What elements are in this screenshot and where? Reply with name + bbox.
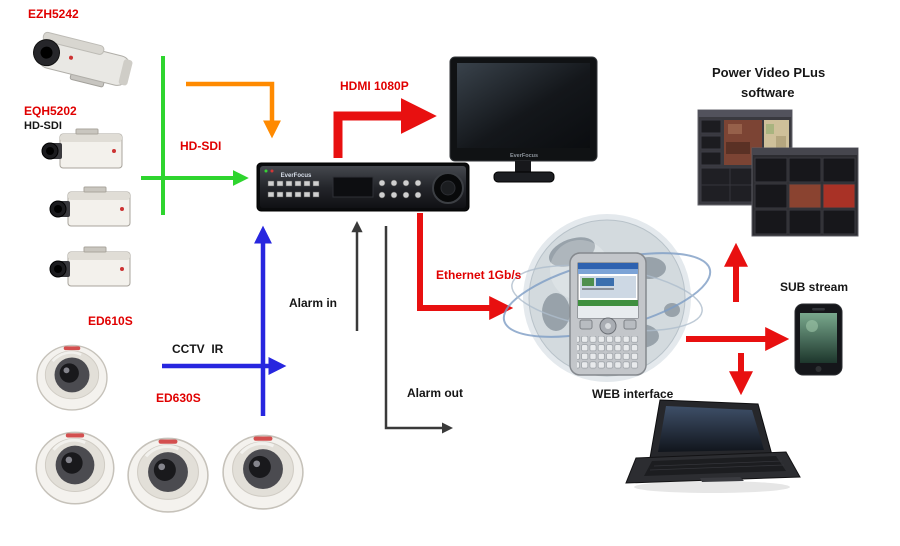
label-hdmi-1080p: HDMI 1080P xyxy=(340,79,409,93)
dome-camera-3 xyxy=(221,433,305,511)
hdmi-arrow xyxy=(333,98,437,158)
box-camera-2 xyxy=(49,186,131,227)
ethernet-arrow xyxy=(417,213,514,320)
dvr-display xyxy=(332,176,374,198)
pda-keyboard xyxy=(577,336,639,370)
label-web-interface: WEB interface xyxy=(592,387,674,401)
label-hd-sdi-link: HD-SDI xyxy=(180,139,222,153)
laptop xyxy=(625,399,801,493)
label-ezh5242: EZH5242 xyxy=(28,7,79,21)
dvr-buttons xyxy=(267,180,320,198)
dome-camera-ed610s xyxy=(35,344,109,412)
software-screenshot-2 xyxy=(751,147,859,237)
dome-camera-2 xyxy=(126,436,210,514)
dvr-brand: EverFocus xyxy=(281,173,312,179)
dvr: EverFocus xyxy=(256,162,470,212)
alarm-out-arrow xyxy=(384,226,453,434)
label-hd-sdi-model: HD-SDI xyxy=(24,120,62,132)
laptop-screen xyxy=(658,406,764,452)
label-cctv-ir: CCTV IR xyxy=(172,342,224,356)
label-ed610s: ED610S xyxy=(88,314,133,328)
smartphone-screen xyxy=(800,313,837,363)
label-software: software xyxy=(741,85,795,100)
label-ethernet: Ethernet 1Gb/s xyxy=(436,268,522,282)
dvr-round-buttons xyxy=(378,179,422,199)
monitor: EverFocus xyxy=(449,56,598,183)
bullet-camera xyxy=(33,31,133,88)
laptop-touchpad xyxy=(700,477,744,482)
dome-camera-1 xyxy=(34,430,116,506)
smartphone xyxy=(794,303,843,376)
box-camera-3 xyxy=(49,246,131,287)
label-alarm-in: Alarm in xyxy=(289,296,338,310)
label-eqh5202: EQH5202 xyxy=(24,104,77,118)
pda-phone xyxy=(569,252,647,376)
monitor-screen xyxy=(457,63,590,148)
label-ed630s: ED630S xyxy=(156,391,201,405)
bullet-camera-to-dvr-arrow xyxy=(186,81,281,139)
label-alarm-out: Alarm out xyxy=(407,386,464,400)
label-power-video-plus: Power Video PLus xyxy=(712,65,826,80)
label-sub-stream: SUB stream xyxy=(780,280,849,294)
monitor-brand: EverFocus xyxy=(510,153,538,159)
box-camera-1 xyxy=(41,128,123,169)
